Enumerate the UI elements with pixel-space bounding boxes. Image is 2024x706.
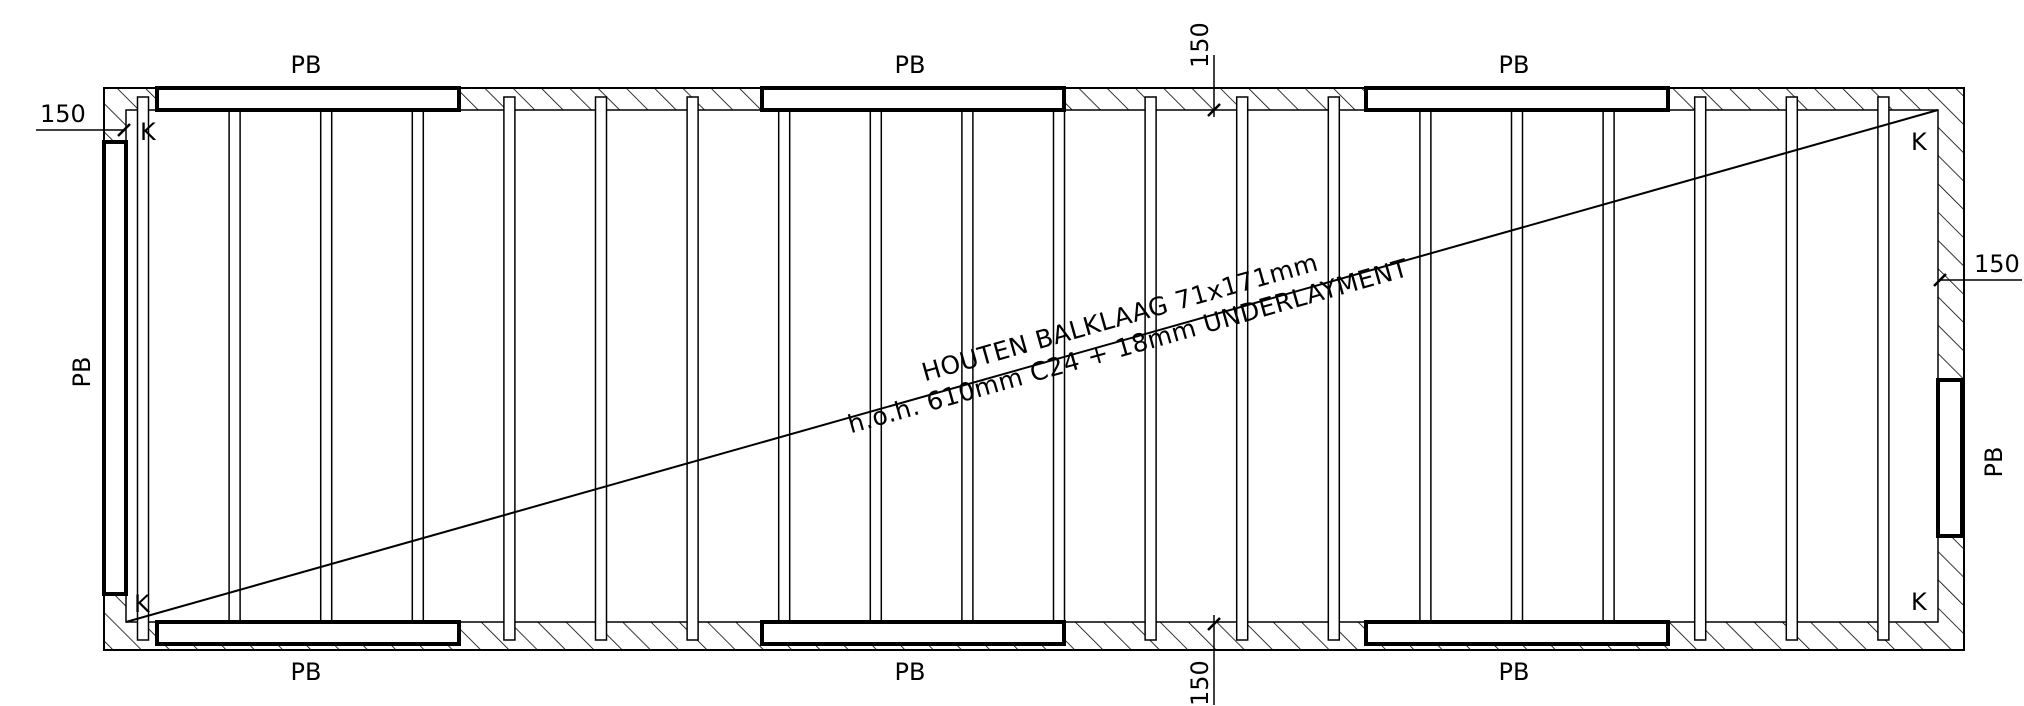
joist-8	[777, 96, 791, 641]
pb-plate-right	[1936, 378, 1964, 538]
joist-9	[869, 96, 883, 641]
joist-3	[319, 96, 333, 641]
corner-label-bottom-left: K	[134, 590, 151, 618]
pb-plate-bottom-1	[155, 620, 461, 646]
pb-plate-left	[102, 140, 128, 596]
joist-5	[503, 96, 516, 641]
joist-2	[228, 96, 241, 641]
joist-16	[1510, 96, 1524, 641]
joist-20	[1877, 96, 1890, 641]
pb-plate-bottom-2	[760, 620, 1066, 646]
dimension-top: 150	[1186, 22, 1221, 117]
pb-plate-top-3	[1364, 86, 1670, 112]
pb-plate-bottom-3	[1364, 620, 1670, 646]
dimension-left: 150	[36, 100, 131, 137]
pb-label-top-1: PB	[291, 51, 322, 79]
pb-label-bottom-2: PB	[895, 658, 926, 686]
dimension-label-bottom: 150	[1186, 660, 1214, 706]
corner-label-bottom-right: K	[1911, 588, 1928, 616]
dimension-bottom: 150	[1186, 615, 1221, 706]
joist-19	[1785, 96, 1799, 641]
pb-label-bottom-3: PB	[1499, 658, 1530, 686]
joist-14	[1327, 96, 1341, 641]
joist-13	[1235, 96, 1249, 641]
joist-1	[136, 96, 150, 641]
joist-17	[1602, 96, 1615, 641]
joists	[136, 96, 1890, 641]
dimension-right: 150	[1933, 250, 2022, 287]
pb-label-right: PB	[1980, 447, 2008, 478]
pb-plate-top-1	[155, 86, 461, 112]
dimension-label-left: 150	[40, 100, 86, 128]
joist-18	[1693, 96, 1707, 641]
corner-label-top-right: K	[1911, 128, 1928, 156]
joist-6	[594, 96, 608, 641]
diagonal-line	[125, 109, 1939, 623]
pb-label-left: PB	[68, 357, 96, 388]
pb-label-top-2: PB	[895, 51, 926, 79]
joist-12	[1144, 96, 1157, 641]
pb-label-bottom-1: PB	[291, 658, 322, 686]
pb-label-top-3: PB	[1499, 51, 1530, 79]
joist-7	[686, 96, 699, 641]
corner-label-top-left: K	[140, 118, 157, 146]
dimension-label-right: 150	[1974, 250, 2020, 278]
joist-15	[1419, 96, 1432, 641]
joist-4	[411, 96, 425, 641]
pb-plate-top-2	[760, 86, 1066, 112]
dimension-label-top: 150	[1186, 22, 1214, 68]
